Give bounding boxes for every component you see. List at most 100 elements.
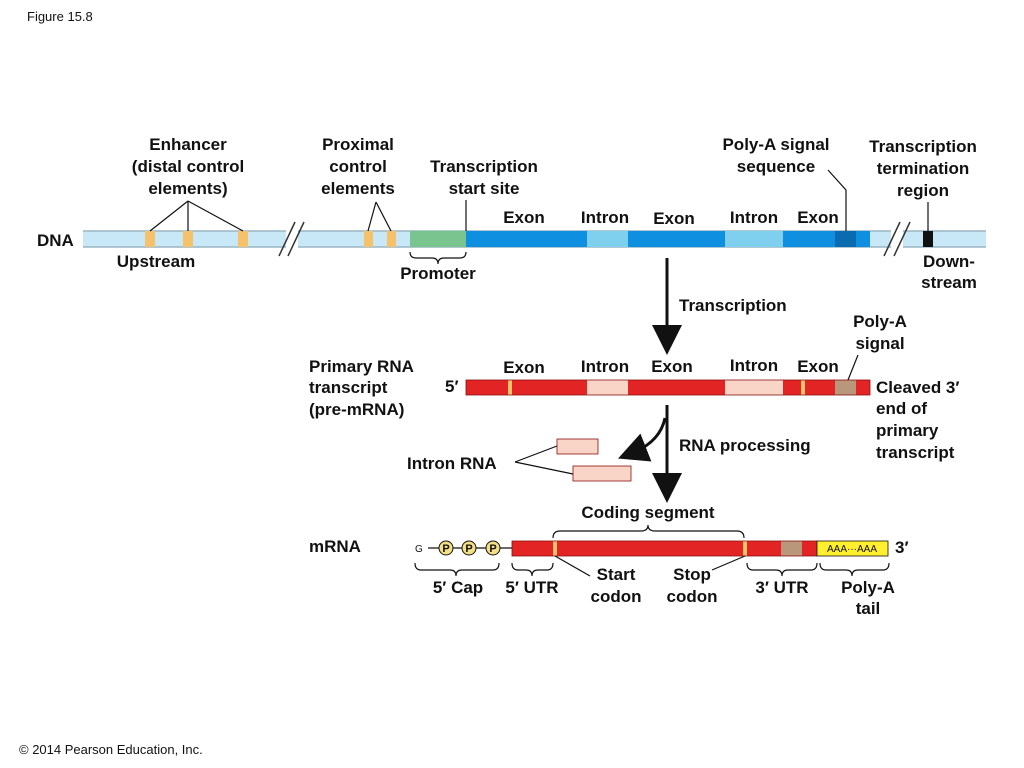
stop-codon-label-line-1: Stop: [673, 565, 711, 584]
mrna-label: mRNA: [309, 537, 361, 556]
poly-a-tail-text: AAA···AAA: [827, 544, 877, 555]
cleaved-end-label-line-4: transcript: [876, 443, 955, 462]
termination-label-line-1: Transcription: [869, 137, 977, 156]
polya-signal-rna-label-line-1: Poly-A: [853, 312, 907, 331]
proximal-element-1: [364, 231, 373, 247]
dna-exon-2: [628, 231, 725, 247]
dna-intron-label-1: Intron: [581, 208, 629, 227]
pre-mrna-label-line-3: (pre-mRNA): [309, 400, 404, 419]
dna-break-mark-1: [278, 221, 296, 257]
dna-intron-1: [587, 231, 628, 247]
mrna-section: mRNA Coding segment G P P P AAA···AAA 3′…: [309, 503, 909, 618]
downstream-label-line-1: Down-: [923, 252, 975, 271]
pre-mrna-intron-2: [725, 380, 783, 395]
pre-mrna-3-end: [856, 380, 870, 395]
poly-a-tail: [816, 540, 889, 557]
pre-mrna-intron-label-1: Intron: [581, 357, 629, 376]
mrna-start-codon: [553, 541, 557, 556]
downstream-label-line-2: stream: [921, 273, 977, 292]
cap-brace: [414, 562, 500, 577]
enhancer-element-1: [145, 231, 155, 247]
mrna-stop-codon: [743, 541, 747, 556]
dna-break-mark-3: [883, 221, 901, 257]
cap-phosphate-3: [485, 540, 501, 556]
utr-3-brace: [746, 562, 818, 577]
promoter-region: [410, 231, 466, 247]
enhancer-element-3: [238, 231, 248, 247]
mrna-utr-5: [512, 541, 553, 556]
promoter-label: Promoter: [400, 264, 476, 283]
upstream-label: Upstream: [117, 252, 195, 271]
dna-polya-signal-sequence: [835, 231, 856, 247]
dna-break-mark-4: [893, 221, 911, 257]
dna-exon-3: [783, 231, 835, 247]
cleaved-end-label-line-3: primary: [876, 421, 939, 440]
pre-mrna-intron-1: [587, 380, 628, 395]
coding-segment-label: Coding segment: [581, 503, 715, 522]
enhancer-label-line-3: elements): [148, 179, 227, 198]
enhancer-label-line-1: Enhancer: [149, 135, 227, 154]
proximal-pointer-line-2: [375, 201, 392, 232]
dna-intron-2: [725, 231, 783, 247]
copyright-notice: © 2014 Pearson Education, Inc.: [19, 742, 203, 757]
dna-exon-label-3: Exon: [797, 208, 839, 227]
cap-phosphate-label-3: P: [489, 543, 496, 555]
dna-exon-label-2: Exon: [653, 209, 695, 228]
mrna-utr-3: [747, 541, 781, 556]
start-codon-label-line-1: Start: [597, 565, 636, 584]
pre-mrna-polya-signal: [835, 380, 856, 395]
dna-exon-label-1: Exon: [503, 208, 545, 227]
start-codon-label-line-2: codon: [591, 587, 642, 606]
stop-codon-label-line-2: codon: [667, 587, 718, 606]
polya-signal-label-line-1: Poly-A signal: [722, 135, 829, 154]
polya-signal-rna-callout: Poly-A signal: [847, 312, 907, 381]
polya-signal-pointer-line: [827, 169, 847, 231]
cap-phosphate-label-2: P: [465, 543, 472, 555]
poly-a-tail-brace: [819, 562, 890, 577]
excised-intron-1: [556, 438, 599, 455]
tss-label-line-2: start site: [449, 179, 520, 198]
poly-a-tail-label-line-1: Poly-A: [841, 578, 895, 597]
termination-region-marker: [923, 231, 933, 247]
utr-5-label: 5′ UTR: [505, 578, 558, 597]
enhancer-label-line-2: (distal control: [132, 157, 244, 176]
enhancer-element-2: [183, 231, 193, 247]
pre-mrna-label-line-1: Primary RNA: [309, 357, 414, 376]
enhancer-pointer-line-3: [187, 200, 244, 232]
intron-rna-label: Intron RNA: [407, 454, 497, 473]
proximal-element-2: [387, 231, 396, 247]
proximal-pointer-line-1: [367, 201, 377, 232]
cleaved-end-label-line-1: Cleaved 3′: [876, 378, 959, 397]
enhancer-pointer-line-1: [149, 200, 189, 232]
pre-mrna-exon-label-2: Exon: [651, 357, 693, 376]
transcription-step: Transcription: [652, 258, 787, 355]
cap-phosphate-label-1: P: [442, 543, 449, 555]
coding-segment-brace: [552, 524, 745, 539]
intron-rna-pointer-line-2: [514, 461, 574, 475]
mrna-coding-region: [557, 541, 743, 556]
proximal-label-line-3: elements: [321, 179, 395, 198]
termination-label-line-3: region: [897, 181, 949, 200]
cap-g-label: G: [415, 544, 423, 555]
dna-exon-1: [466, 231, 587, 247]
rna-processing-label: RNA processing: [679, 436, 811, 455]
cap-phosphate-1: [438, 540, 454, 556]
dna-break-mark-2: [287, 221, 305, 257]
pre-mrna-exon-1: [466, 380, 587, 395]
mrna-three-prime: 3′: [895, 538, 909, 557]
polya-signal-label-line-2: sequence: [737, 157, 815, 176]
promoter-callout: Promoter: [400, 251, 476, 283]
termination-label-line-2: termination: [877, 159, 970, 178]
termination-callout: Transcription termination region: [869, 137, 977, 231]
intron-rna-pointer-line-1: [514, 445, 558, 463]
cleaved-end-label-line-2: end of: [876, 399, 927, 418]
pre-mrna-exon-label-3: Exon: [797, 357, 839, 376]
proximal-label-line-1: Proximal: [322, 135, 394, 154]
intron-removal-arrow: [618, 417, 667, 462]
mrna-polya-signal: [781, 541, 802, 556]
pre-mrna-exon-3: [783, 380, 835, 395]
enhancer-callout: Enhancer (distal control elements): [132, 135, 244, 232]
pre-mrna-intron-label-2: Intron: [730, 356, 778, 375]
excised-intron-2: [572, 465, 632, 482]
tss-callout: Transcription start site: [430, 157, 538, 231]
